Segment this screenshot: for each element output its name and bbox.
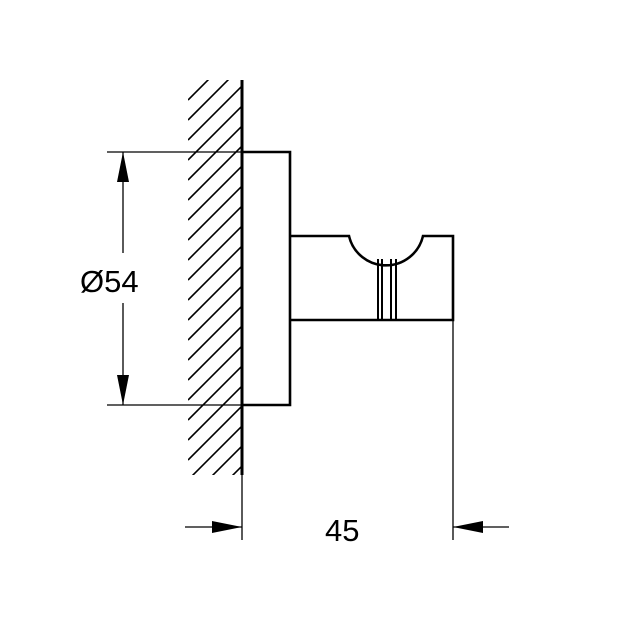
diameter-dimension	[117, 152, 129, 405]
depth-dimension	[185, 521, 509, 533]
rosette-outline	[242, 150, 292, 407]
hook-slot	[377, 259, 397, 320]
diameter-label: Ø54	[80, 264, 139, 299]
hook-outline	[290, 234, 455, 322]
depth-label: 45	[325, 513, 359, 548]
arrow-right-icon	[212, 521, 242, 533]
arrow-up-icon	[117, 152, 129, 182]
arrow-down-icon	[117, 375, 129, 405]
arrow-left-icon	[453, 521, 483, 533]
wall-hatching	[188, 80, 242, 475]
